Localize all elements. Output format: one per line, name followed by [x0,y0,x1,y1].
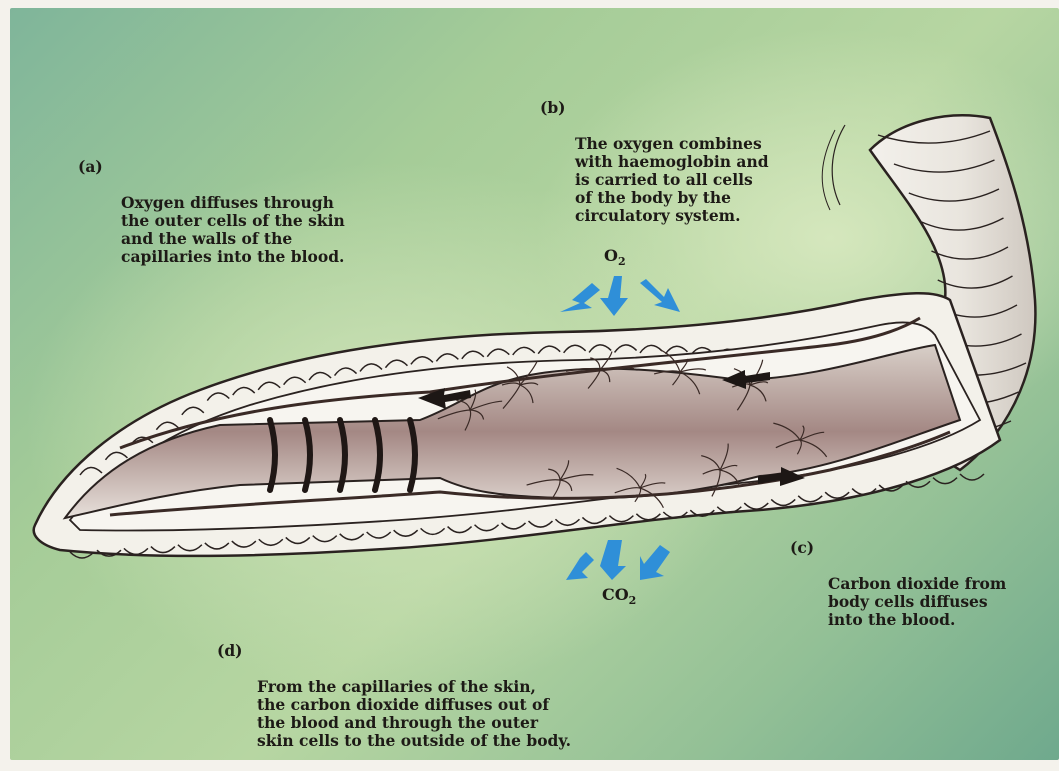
carbon-dioxide-arrows [566,540,670,580]
carbon-dioxide-subscript: 2 [629,594,637,607]
oxygen-arrows [560,276,680,316]
caption-text: Oxygen diffuses through the outer cells … [121,194,378,266]
carbon-dioxide-symbol: CO [602,585,629,604]
caption-letter: (a) [78,158,103,176]
caption-carbon-dioxide-from-cells: (c) Carbon dioxide from body cells diffu… [790,539,1050,647]
body-segment [933,478,957,484]
body-segment [960,474,984,480]
caption-carbon-dioxide-out: (d) From the capillaries of the skin, th… [217,642,617,768]
caption-oxygen-diffusion: (a) Oxygen diffuses through the outer ce… [78,158,378,284]
caption-letter: (b) [540,99,566,117]
caption-text: Carbon dioxide from body cells diffuses … [828,575,1050,629]
caption-letter: (c) [790,539,814,557]
carbon-dioxide-label: CO2 [602,585,636,607]
oxygen-subscript: 2 [618,255,626,268]
caption-text: From the capillaries of the skin, the ca… [257,678,617,750]
oxygen-label: O2 [604,246,626,268]
caption-text: The oxygen combines with haemoglobin and… [575,135,800,225]
caption-haemoglobin-transport: (b) The oxygen combines with haemoglobin… [540,99,800,243]
caption-letter: (d) [217,642,243,660]
oxygen-symbol: O [604,246,618,265]
